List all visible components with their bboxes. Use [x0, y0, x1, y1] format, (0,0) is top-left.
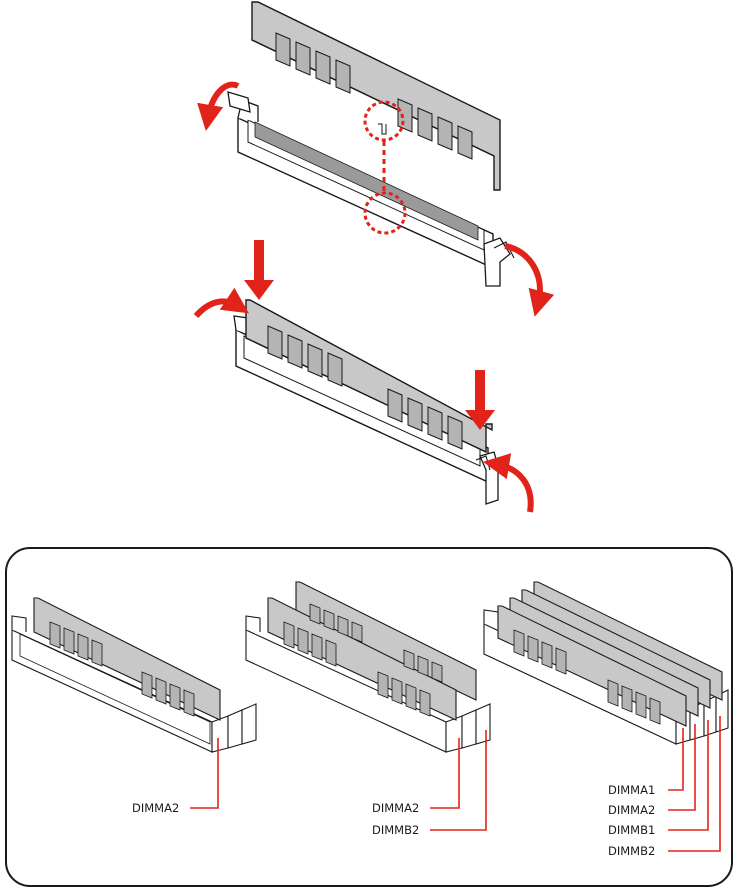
latch-open-arrow-right	[505, 246, 540, 304]
label-dimma1-c3: DIMMA1	[608, 783, 655, 797]
config-panel: DIMMA2 DIMMA2 DIMMB2 DIMMA1 DIMMA2 DIMMB…	[6, 548, 732, 886]
label-dimmb1-c3: DIMMB1	[608, 823, 655, 837]
label-dimma2-c1: DIMMA2	[132, 801, 179, 815]
step2-group	[196, 240, 531, 512]
label-dimmb2-c2: DIMMB2	[372, 823, 419, 837]
label-dimma2-c3: DIMMA2	[608, 803, 655, 817]
label-dimmb2-c3: DIMMB2	[608, 844, 655, 858]
label-dimma2-c2: DIMMA2	[372, 801, 419, 815]
latch-close-arrow-right	[496, 464, 531, 512]
latch-close-arrow-left	[196, 301, 238, 316]
